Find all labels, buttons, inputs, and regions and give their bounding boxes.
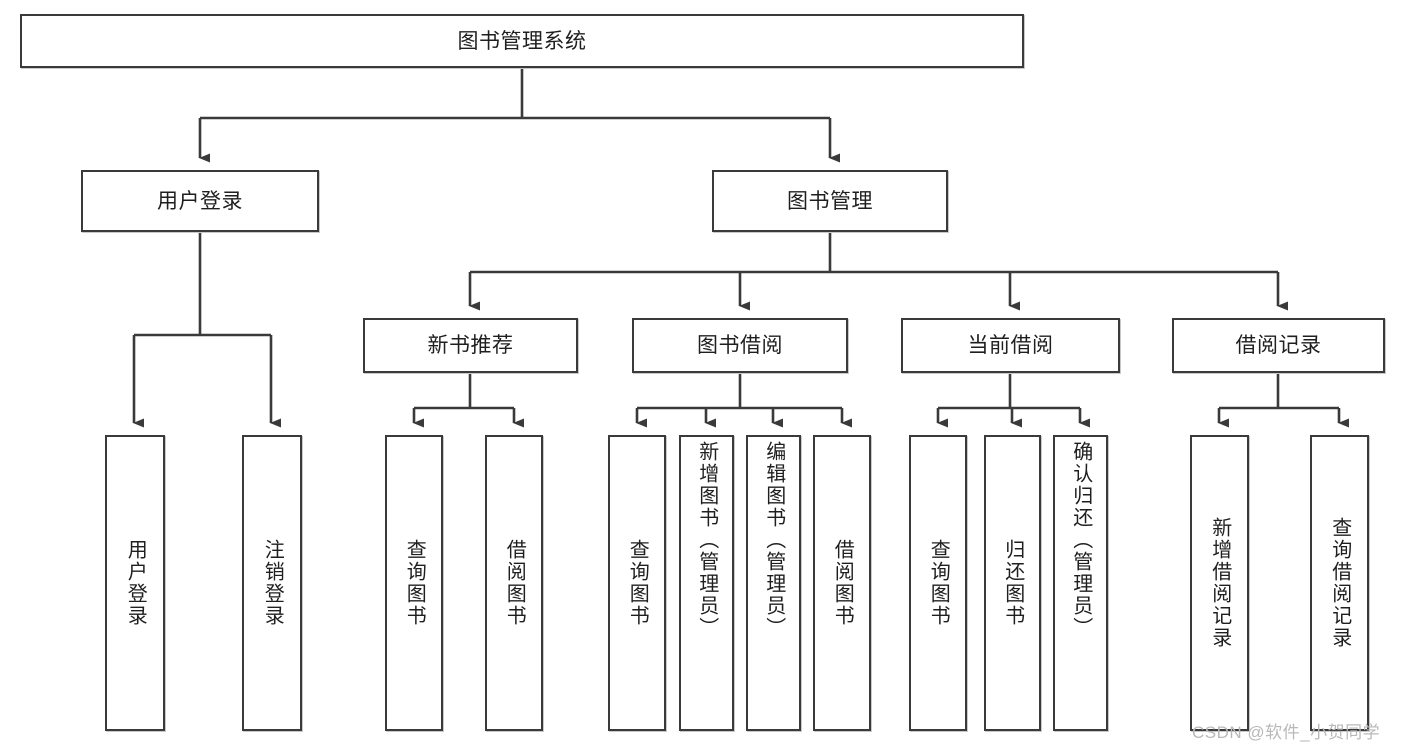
node-new-book-rec[interactable]: 新书推荐 xyxy=(363,318,578,373)
node-leaf-rec-query-record-label: 查询借阅记录 xyxy=(1328,517,1351,649)
node-leaf-rec-borrow-book-label: 借阅图书 xyxy=(503,539,526,627)
node-leaf-borrow-query-book[interactable]: 查询图书 xyxy=(608,435,666,731)
node-leaf-rec-query-record[interactable]: 查询借阅记录 xyxy=(1310,435,1369,731)
node-current-borrow-label: 当前借阅 xyxy=(967,334,1054,357)
node-leaf-borrow-borrow-book[interactable]: 借阅图书 xyxy=(813,435,871,731)
node-book-manage-label: 图书管理 xyxy=(787,189,873,213)
node-leaf-borrow-edit-book[interactable]: 编辑图书（管理员） xyxy=(746,435,801,731)
node-root[interactable]: 图书管理系统 xyxy=(20,14,1024,68)
node-book-borrow-label: 图书借阅 xyxy=(697,334,783,357)
node-borrow-record[interactable]: 借阅记录 xyxy=(1172,318,1385,373)
node-user-login[interactable]: 用户登录 xyxy=(81,170,319,232)
node-leaf-cur-confirm-return-label: 确认归还（管理员） xyxy=(1069,441,1092,639)
node-leaf-cur-confirm-return[interactable]: 确认归还（管理员） xyxy=(1053,435,1108,731)
node-leaf-user-login[interactable]: 用户登录 xyxy=(105,435,165,731)
node-borrow-record-label: 借阅记录 xyxy=(1235,334,1322,357)
node-leaf-rec-query-book-label: 查询图书 xyxy=(403,539,426,627)
node-leaf-cur-return-book-label: 归还图书 xyxy=(1001,539,1024,627)
node-leaf-rec-add-record[interactable]: 新增借阅记录 xyxy=(1190,435,1249,731)
node-leaf-borrow-borrow-book-label: 借阅图书 xyxy=(831,539,854,627)
node-leaf-rec-borrow-book[interactable]: 借阅图书 xyxy=(485,435,543,731)
node-leaf-rec-add-record-label: 新增借阅记录 xyxy=(1208,517,1231,649)
node-leaf-borrow-add-book-label: 新增图书（管理员） xyxy=(695,441,718,639)
node-leaf-borrow-add-book[interactable]: 新增图书（管理员） xyxy=(679,435,734,731)
node-leaf-borrow-edit-book-label: 编辑图书（管理员） xyxy=(762,441,785,639)
node-book-manage[interactable]: 图书管理 xyxy=(712,170,948,232)
node-leaf-cur-query-book-label: 查询图书 xyxy=(927,539,950,627)
node-user-login-label: 用户登录 xyxy=(157,189,243,213)
node-leaf-user-logout[interactable]: 注销登录 xyxy=(242,435,302,731)
node-leaf-user-login-label: 用户登录 xyxy=(124,539,147,627)
node-leaf-rec-query-book[interactable]: 查询图书 xyxy=(385,435,443,731)
node-leaf-borrow-query-book-label: 查询图书 xyxy=(626,539,649,627)
node-leaf-user-logout-label: 注销登录 xyxy=(261,539,284,627)
node-new-book-rec-label: 新书推荐 xyxy=(427,334,514,357)
node-root-label: 图书管理系统 xyxy=(457,29,587,53)
node-leaf-cur-return-book[interactable]: 归还图书 xyxy=(984,435,1041,731)
node-current-borrow[interactable]: 当前借阅 xyxy=(901,318,1120,373)
watermark-text: CSDN @软件_小贺同学 xyxy=(1192,723,1381,742)
node-leaf-cur-query-book[interactable]: 查询图书 xyxy=(909,435,967,731)
node-book-borrow[interactable]: 图书借阅 xyxy=(632,318,848,373)
